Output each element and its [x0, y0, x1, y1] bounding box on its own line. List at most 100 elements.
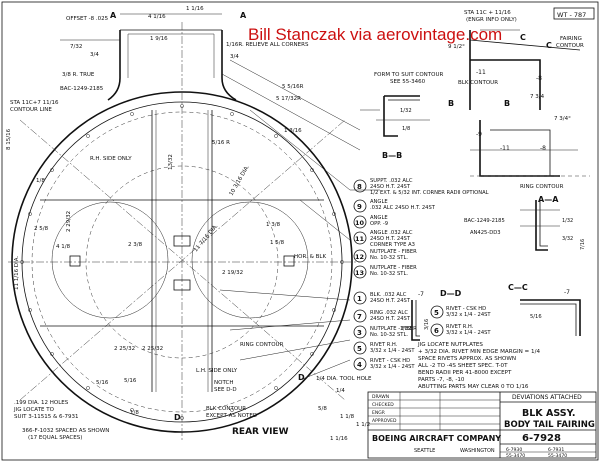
section-cc-label: C—C: [508, 283, 528, 292]
svg-text:RIVET - CSK HD: RIVET - CSK HD: [370, 358, 410, 364]
view-title: REAR VIEW: [232, 427, 289, 437]
general-note: + 3/32 DIA. RIVET MIN EDGE MARGIN = 1/4: [418, 349, 540, 355]
section-bb-title: FORM TO SUIT CONTOUR: [374, 72, 443, 78]
dim-11-1-16-dia: 11 1/16 DIA.: [14, 256, 20, 290]
section-dd-part: -7: [418, 291, 424, 298]
dim-1-1-8: 1 1/8: [340, 414, 355, 420]
blk-contour-note: BLK CONTOUR: [206, 406, 246, 412]
section-dd-dim-1-32: 1/32: [400, 326, 411, 332]
holes-note-3: SUIT 3-11515 & 6-7931: [14, 414, 79, 420]
section-a-marker-2: A: [240, 11, 247, 20]
ring-contour-note: RING CONTOUR: [240, 342, 284, 348]
section-c-marker-1: C: [546, 41, 552, 50]
svg-text:BLK. .032 ALC: BLK. .032 ALC: [370, 292, 407, 298]
callout-item: 11 ANGLE .032 ALC 24SO H.T. 24ST CORNER …: [353, 230, 415, 248]
section-c-marker-2: C: [520, 33, 526, 42]
city-seattle: SEATTLE: [414, 448, 435, 454]
svg-text:NUTPLATE - FIBER: NUTPLATE - FIBER: [370, 249, 417, 255]
callout-item: 13 NUTPLATE - FIBER No. 10-32 STL.: [353, 265, 417, 279]
general-notes: JIG LOCATE NUTPLATES + 3/32 DIA. RIVET M…: [417, 342, 540, 390]
dim-5-16-center: 5/16: [124, 378, 137, 384]
title-line-2: BODY TAIL FAIRING: [504, 420, 595, 430]
ref-4: 55-3470: [548, 453, 567, 459]
engr-info: (ENGR INFO ONLY): [466, 17, 517, 23]
callout-item: 9 ANGLE .032 ALC 24SO H.T. 24ST: [353, 199, 436, 213]
callouts-upper: 8 SUPPT. .032 ALC 24SO H.T. 24ST 1/2 EXT…: [353, 178, 489, 279]
small-approved: APPROVED: [372, 418, 397, 424]
svg-text:No. 10-32 STL.: No. 10-32 STL.: [370, 255, 408, 261]
small-engr: ENGR: [372, 410, 385, 416]
section-bb-see: SEE 55-3460: [390, 79, 426, 85]
deviations-note: DEVIATIONS ATTACHED: [512, 394, 582, 401]
drawing-number: 6-7928: [522, 433, 561, 444]
svg-text:12: 12: [355, 253, 364, 261]
except-note: EXCEPT AS NOTED: [206, 413, 257, 419]
rh-side-note: R.H. SIDE ONLY: [90, 156, 132, 162]
ref-3: 6-7931: [548, 447, 564, 453]
dim-10-3-16-dia: 10 3/16 DIA.: [229, 164, 251, 197]
svg-text:RIVET R.H.: RIVET R.H.: [370, 342, 398, 348]
spaced-note-2: (17 EQUAL SPACES): [28, 435, 82, 441]
ref-2: 55-3470: [506, 453, 525, 459]
callout-item: 7 RING .032 ALC 24SO H.T. 24ST: [353, 309, 411, 323]
section-dd-label: D—D: [440, 289, 462, 298]
contour-label: CONTOUR: [556, 43, 584, 49]
svg-text:24SO H.T. 24ST: 24SO H.T. 24ST: [370, 316, 411, 322]
section-aa-an: AN425-DD3: [470, 230, 501, 236]
section-dd-dim-3-16: 3/16: [424, 319, 430, 330]
general-note: ABUTTING PARTS MAY CLEAR 0 TO 1/16: [418, 384, 529, 390]
part-8: -8: [536, 75, 542, 82]
part-8b: -8: [540, 145, 546, 152]
svg-text:.032 ALC 24SO H.T. 24ST: .032 ALC 24SO H.T. 24ST: [370, 205, 436, 211]
svg-text:6: 6: [434, 327, 439, 335]
callout-item: 3 NUTPLATE - FIBER No. 10-32 STL.: [353, 325, 417, 339]
dim-7-3-4: 7 3/4: [530, 94, 545, 100]
true-radius-note: 3/8 R. TRUE: [62, 72, 95, 78]
part-11: -11: [476, 69, 486, 76]
dim-13-32: 13/32: [168, 154, 174, 170]
dim-11-7-16-dia: 11 7/16 DIA.: [193, 223, 220, 253]
section-aa-label: A—A: [538, 195, 559, 204]
dim-5-8: 5/8: [318, 406, 327, 412]
callout-item: 4 RIVET - CSK HD 3/32 x 1/4 - 24ST: [353, 357, 415, 371]
dim-5-16-radius: 5/16 R: [212, 140, 230, 146]
blk-contour-right: BLK CONTOUR: [458, 80, 498, 86]
small-drawn: DRAWN: [372, 394, 389, 400]
svg-text:NUTPLATE - FIBER: NUTPLATE - FIBER: [370, 265, 417, 271]
contour-line-note: CONTOUR LINE: [10, 107, 52, 113]
section-cc-dim: 5/16: [530, 314, 542, 320]
dim-2-25-32-left: 2 25/32: [114, 346, 135, 352]
svg-text:5: 5: [434, 309, 439, 317]
tool-hole-note: 1/4 DIA. TOOL HOLE: [316, 376, 372, 382]
fairing-contour-detail: STA 11C + 11/16 (ENGR INFO ONLY) FAIRING…: [110, 10, 590, 190]
svg-text:RING .032 ALC: RING .032 ALC: [370, 310, 408, 316]
corner-tag: WT - 787: [557, 11, 586, 19]
svg-text:4: 4: [357, 361, 362, 369]
svg-text:24SO H.T. 24ST: 24SO H.T. 24ST: [370, 184, 411, 190]
section-aa-dim-3-32: 3/32: [562, 236, 573, 242]
dim-1-1-2: 1 1/2: [356, 422, 370, 428]
holes-note-2: JIG LOCATE TO: [13, 407, 55, 413]
svg-text:5: 5: [357, 345, 362, 353]
svg-text:RIVET R.H.: RIVET R.H.: [446, 324, 474, 330]
svg-text:13: 13: [355, 269, 364, 277]
section-bb-dim-1-32: 1/32: [400, 108, 412, 114]
callouts-lower: 1 BLK. .032 ALC 24SO H.T. 24ST 7 RING .0…: [353, 291, 417, 371]
svg-text:9: 9: [357, 203, 362, 211]
callout-item: 10 ANGLE OPP. -9: [353, 215, 388, 229]
general-note: PARTS -7, -8, -10: [418, 377, 465, 383]
dim-1-8-lower: 1/8: [130, 410, 139, 416]
section-a-a: A—A BAC-1249-2185 AN425-DD3 1/32 3/32 7/…: [464, 195, 586, 251]
svg-text:ANGLE .032 ALC: ANGLE .032 ALC: [370, 230, 413, 236]
holes-note-1: .199 DIA. 12 HOLES: [14, 400, 69, 406]
section-d-d: D—D 3/16 1/32 -7: [400, 289, 462, 341]
callout-item: 12 NUTPLATE - FIBER No. 10-32 STL.: [353, 249, 417, 263]
section-a-marker-1: A: [110, 11, 117, 20]
section-cc-part: -7: [564, 289, 570, 296]
small-checked: CHECKED: [372, 402, 394, 408]
dim-1-8-left: 1/8: [36, 178, 45, 184]
radius-5-5-16: 5 5/16R: [282, 84, 304, 90]
svg-text:7: 7: [357, 313, 362, 321]
section-bb-label: B—B: [382, 151, 402, 160]
section-d-marker-1: D: [298, 373, 305, 382]
